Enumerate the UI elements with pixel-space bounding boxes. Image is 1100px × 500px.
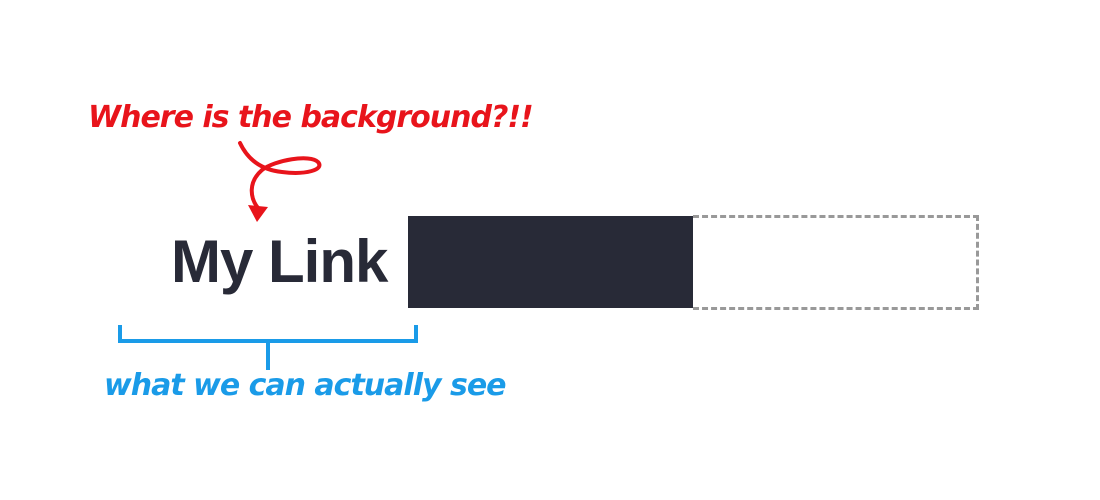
bottom-annotation: what we can actually see bbox=[104, 368, 507, 403]
dashed-outline-box bbox=[693, 215, 979, 310]
bracket-icon bbox=[118, 325, 418, 370]
top-annotation: Where is the background?!! bbox=[88, 100, 534, 135]
my-link[interactable]: My Link bbox=[171, 228, 388, 295]
background-box bbox=[408, 216, 693, 308]
curly-arrow-icon bbox=[238, 141, 322, 222]
